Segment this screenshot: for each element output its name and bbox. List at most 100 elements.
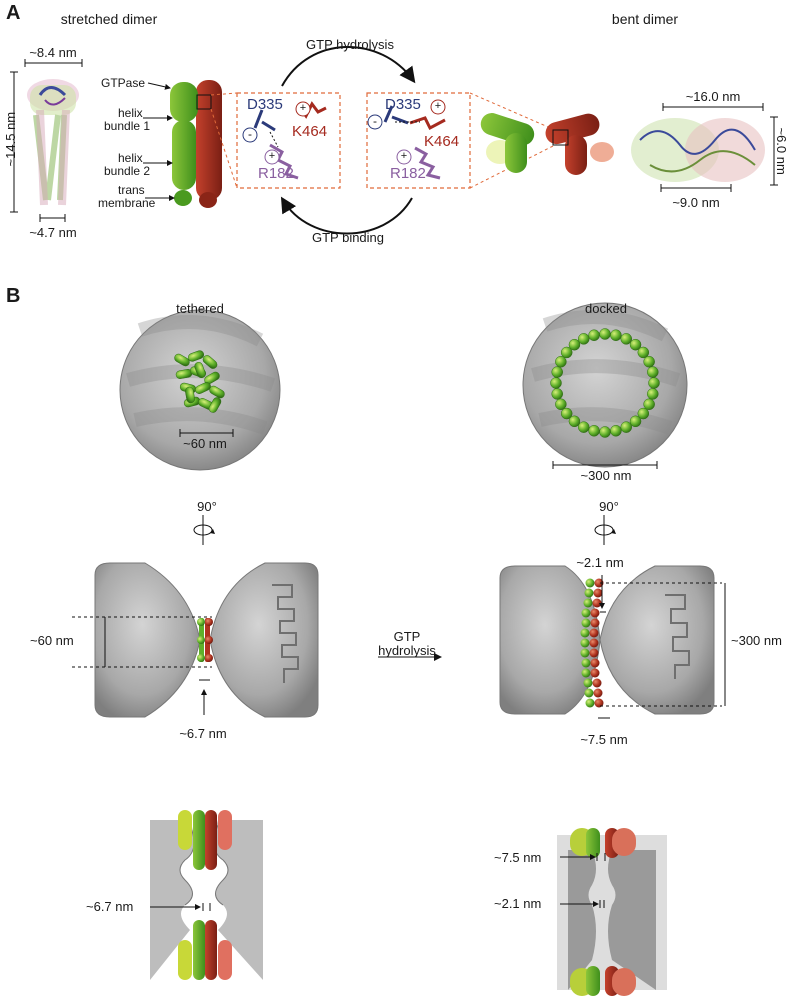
- residue-k464-stretched: K464: [292, 123, 328, 140]
- gtpase-ball: [577, 333, 590, 345]
- gtpase-ball: [555, 398, 567, 411]
- stretched-dimer-cartoon: [170, 80, 222, 208]
- gtpase-ball: [594, 578, 604, 588]
- docked-title: docked: [585, 301, 627, 316]
- dim-label-height: ~14.5 nm: [3, 111, 19, 167]
- gtpase-ball: [637, 346, 650, 359]
- label-gtpase: GTPase: [101, 76, 146, 90]
- bottom-left-gap-label: ~6.7 nm: [86, 899, 134, 914]
- zoom-box-left: [196, 94, 212, 110]
- charge-plus-k464-bent: +: [434, 100, 442, 112]
- charge-plus-k464-stretched: +: [299, 102, 307, 114]
- side-left-gap-label: ~6.7 nm: [179, 726, 227, 741]
- gtpase-ball: [647, 366, 659, 378]
- gtpase-ball: [643, 355, 655, 368]
- gtpase-ball: [581, 668, 591, 678]
- label-helix2-a: helix: [118, 151, 143, 165]
- gtpase-ball: [580, 628, 590, 638]
- side-right-dim-label: ~300 nm: [731, 633, 782, 648]
- gtpase-ball: [592, 678, 602, 688]
- bottom-right-gap2-label: ~2.1 nm: [494, 896, 542, 911]
- gtpase-ball: [610, 329, 622, 341]
- gtpase-ball: [580, 648, 590, 658]
- gtpase-ball: [592, 598, 602, 608]
- gtpase-ball: [629, 415, 642, 428]
- gtpase-ball: [551, 388, 563, 400]
- gtpase-ball: [648, 377, 660, 389]
- gtpase-dimer: [208, 397, 222, 413]
- gtpase-ball: [588, 425, 600, 437]
- docked-side-view: [499, 565, 715, 715]
- tethered-side-view: [94, 562, 319, 718]
- residue-d335-stretched: D335: [247, 96, 283, 113]
- gtpase-ball: [590, 658, 600, 668]
- gtpase-ball: [577, 421, 590, 433]
- gtpase-dimer: [185, 386, 195, 404]
- rotate-icon-left: [193, 515, 215, 545]
- panel-label-a: A: [6, 2, 21, 24]
- gtpase-dimer: [187, 350, 205, 362]
- transition-label-b: hydrolysis: [378, 643, 436, 658]
- bottom-right-gap1-label: ~7.5 nm: [494, 850, 542, 865]
- gtpase-ball: [593, 688, 603, 698]
- side-right-top-label: ~2.1 nm: [576, 555, 624, 570]
- charge-plus-r182-stretched: +: [268, 150, 276, 162]
- gtpase-ball: [581, 608, 591, 618]
- gtpase-ball: [584, 688, 594, 698]
- residues-stretched: [242, 101, 327, 180]
- gtpase-dimer: [202, 355, 218, 369]
- gtpase-ball: [560, 407, 573, 420]
- bent-dimer-cartoon: [480, 113, 614, 175]
- gtpase-ball: [599, 328, 611, 340]
- label-tm-a: trans: [118, 183, 145, 197]
- panel-label-b: B: [6, 285, 21, 307]
- gtpase-ball: [620, 421, 633, 433]
- charge-minus-stretched: -: [248, 127, 252, 141]
- gtpase-dimer: [194, 361, 206, 379]
- charge-minus-bent: -: [373, 114, 377, 128]
- gtpase-ball: [593, 588, 603, 598]
- gtpase-ball: [590, 618, 600, 628]
- tethered-gtpase-cluster: [174, 350, 225, 413]
- gtpase-ball: [643, 398, 655, 411]
- gtpase-ball: [580, 638, 590, 648]
- side-left-dim-label: ~60 nm: [30, 633, 74, 648]
- zoom-panel-stretched: [236, 92, 341, 189]
- bent-dim-bottom: ~9.0 nm: [672, 195, 720, 210]
- docked-dim-label: ~300 nm: [580, 468, 632, 483]
- docked-gtpase-ring: [550, 328, 660, 438]
- gtp-hydrolysis-arrow: [281, 46, 416, 87]
- gtpase-ball: [583, 678, 593, 688]
- gtpase-ball: [585, 698, 595, 708]
- docked-cross-section: [557, 828, 667, 996]
- label-helix1-b: bundle 1: [104, 119, 151, 133]
- gtpase-ball: [551, 366, 563, 378]
- tethered-dim-label: ~60 nm: [183, 436, 227, 451]
- transition-label-a: GTP: [393, 629, 421, 644]
- dim-label-bottom: ~4.7 nm: [29, 225, 77, 240]
- gtpase-dimer: [174, 353, 190, 367]
- gtpase-ball: [550, 377, 562, 389]
- gtpase-ball: [594, 698, 604, 708]
- gtpase-ball: [610, 425, 622, 437]
- tethered-title: tethered: [176, 301, 224, 316]
- dim-label-top: ~8.4 nm: [29, 45, 77, 60]
- rotate-icon-right: [594, 515, 616, 545]
- side-right-gap-label: ~7.5 nm: [580, 732, 628, 747]
- gtpase-ball: [589, 638, 599, 648]
- bent-dim-width: ~16.0 nm: [685, 89, 741, 104]
- gtpase-dimer: [204, 371, 220, 385]
- gtpase-ball: [581, 658, 591, 668]
- gtp-hydrolysis-label: GTP hydrolysis: [306, 37, 394, 52]
- zoom-panel-bent: [366, 92, 471, 189]
- rotation-label-left: 90°: [197, 499, 217, 514]
- docked-vesicle-top: [522, 302, 688, 468]
- gtpase-ball: [629, 338, 642, 351]
- gtpase-ball: [589, 628, 599, 638]
- tethered-cross-section: [150, 810, 263, 980]
- bent-dimer-title: bent dimer: [611, 11, 679, 27]
- gtpase-ball: [584, 588, 594, 598]
- charge-plus-r182-bent: +: [400, 150, 408, 162]
- gtpase-ball: [588, 329, 600, 341]
